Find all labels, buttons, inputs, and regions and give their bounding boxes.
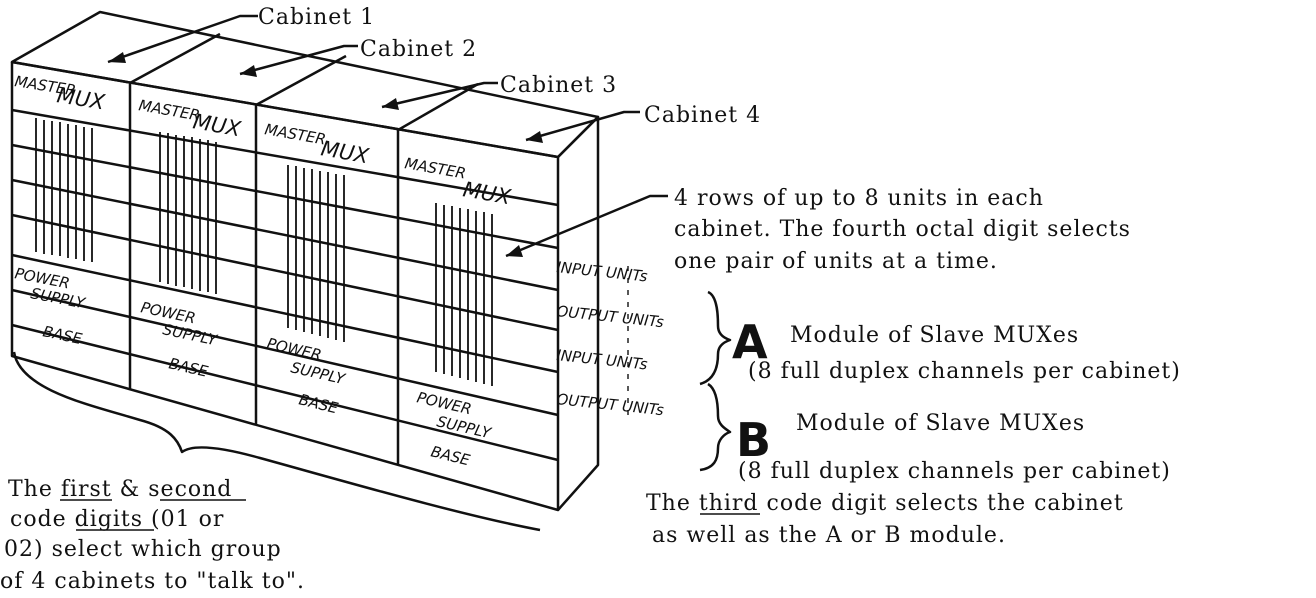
cabinet-3-label: Cabinet 3: [500, 73, 617, 98]
third-note-line-1: The third code digit selects the cabinet: [646, 491, 1124, 516]
first-note-line-1: The first & second: [8, 477, 232, 502]
side-row-label: INPUT UNITs: [556, 346, 649, 373]
base-label: BASE: [429, 442, 472, 469]
master-label: MASTER: [403, 154, 467, 182]
side-row-label: INPUT UNITs: [556, 258, 649, 285]
third-note-line-2: as well as the A or B module.: [652, 523, 1006, 548]
module-a-brace: [699, 290, 732, 386]
unit-stripes-cabinet-4: [435, 203, 493, 386]
base-label: BASE: [167, 354, 210, 381]
mux-label: MUX: [55, 83, 107, 114]
cabinet-3-panels: MASTER MUX POWER SUPPLY BASE: [263, 120, 371, 417]
side-row-labels: INPUT UNITs OUTPUT UNITs INPUT UNITs OUT…: [556, 258, 665, 420]
base-label: BASE: [297, 390, 340, 417]
module-b-detail: (8 full duplex channels per cabinet): [738, 459, 1171, 484]
module-b-brace: [699, 382, 732, 472]
cabinet-4-label: Cabinet 4: [644, 103, 761, 128]
module-b-letter: B: [736, 413, 771, 467]
master-label: MASTER: [137, 96, 201, 124]
unit-stripes-cabinet-3: [287, 165, 345, 342]
cabinet-2-label: Cabinet 2: [360, 37, 477, 62]
unit-stripes-cabinet-1: [35, 118, 93, 262]
cabinet-1-label: Cabinet 1: [258, 5, 375, 30]
first-note-line-2: code digits (01 or: [10, 507, 224, 532]
module-b-title: Module of Slave MUXes: [796, 411, 1085, 436]
base-label: BASE: [41, 322, 84, 348]
callout-arrows: [107, 14, 668, 258]
rows-note-line-1: 4 rows of up to 8 units in each: [674, 186, 1044, 211]
module-a-detail: (8 full duplex channels per cabinet): [748, 359, 1181, 384]
side-row-label: OUTPUT UNITs: [556, 390, 665, 419]
mux-label: MUX: [461, 177, 513, 209]
bottom-brace: [12, 351, 541, 532]
module-a-letter: A: [732, 315, 768, 369]
rows-note-line-3: one pair of units at a time.: [674, 249, 998, 274]
cabinet-4-panels: MASTER MUX POWER SUPPLY BASE: [403, 154, 513, 469]
supply-label: SUPPLY: [29, 284, 88, 312]
module-a-title: Module of Slave MUXes: [790, 323, 1079, 348]
side-row-label: OUTPUT UNITs: [556, 302, 665, 331]
master-label: MASTER: [263, 120, 327, 148]
first-note-line-4: of 4 cabinets to "talk to".: [0, 569, 305, 594]
mux-label: MUX: [191, 109, 243, 141]
unit-stripes-cabinet-2: [159, 132, 217, 294]
cabinet-outlines: [10, 10, 600, 512]
rows-note-line-2: cabinet. The fourth octal digit selects: [674, 217, 1131, 242]
first-note-line-3: 02) select which group: [4, 537, 282, 562]
cabinet-side: [557, 115, 600, 511]
